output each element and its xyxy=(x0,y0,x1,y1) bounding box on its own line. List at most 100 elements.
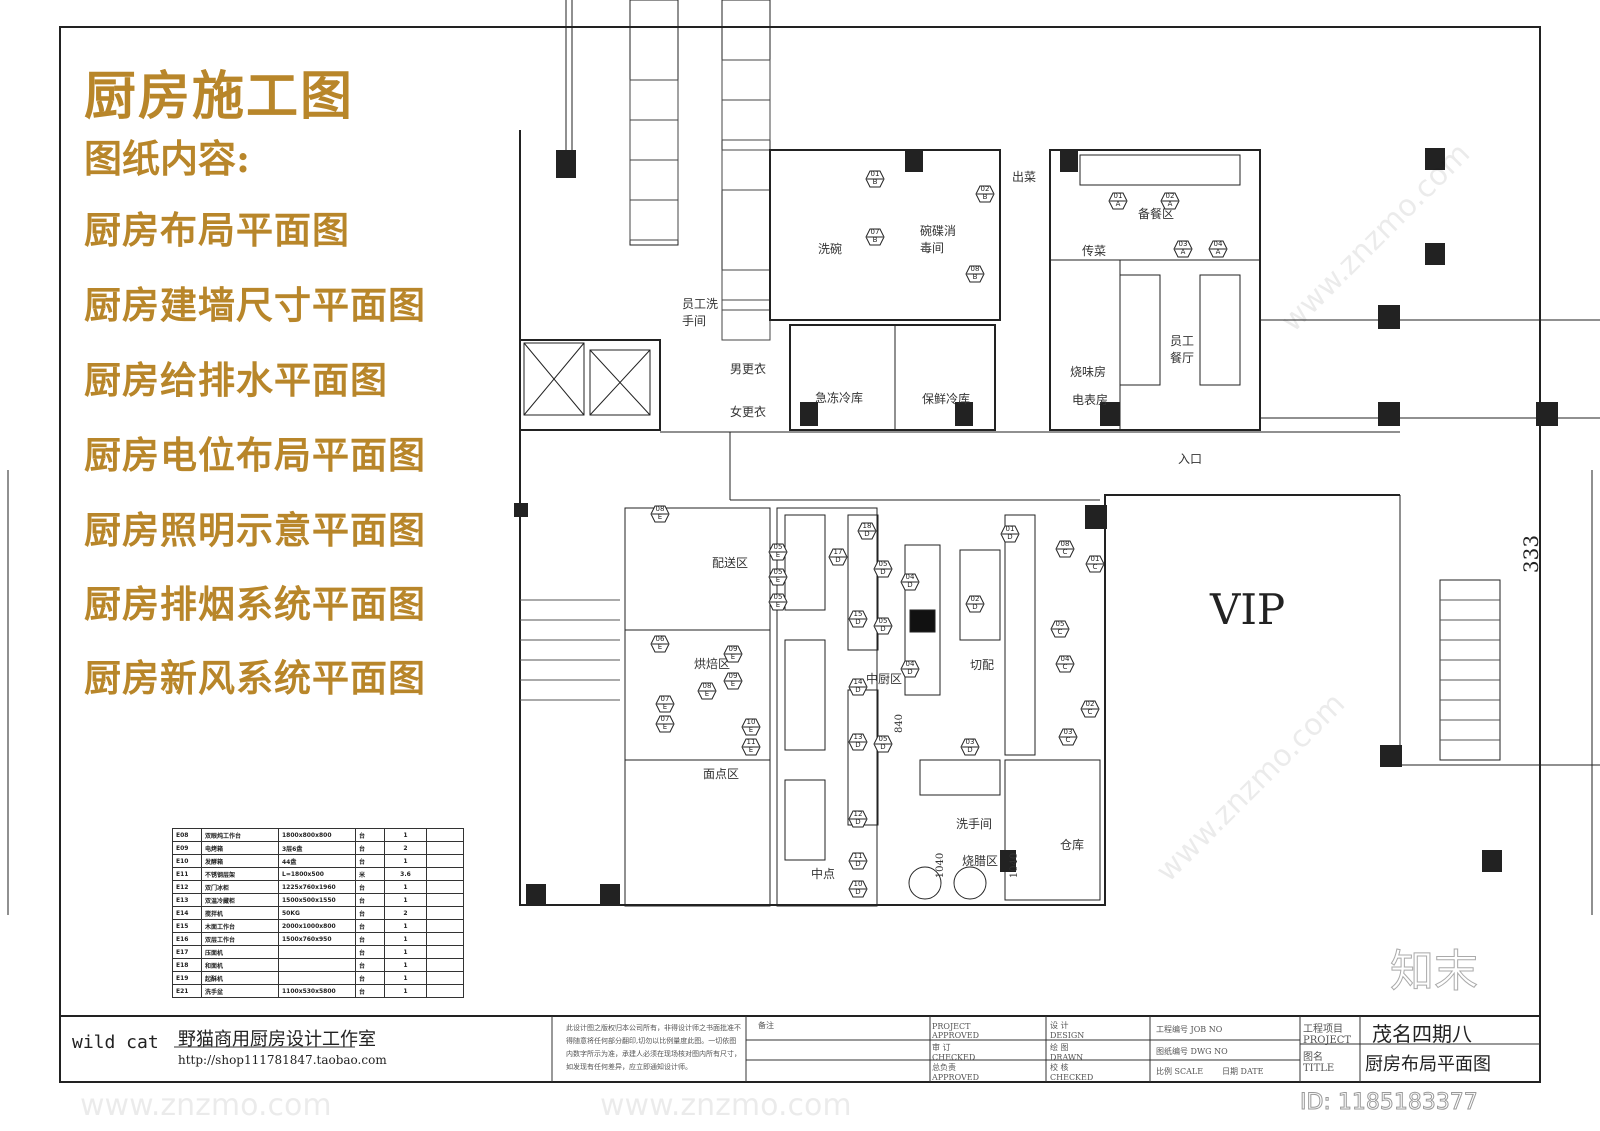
tag-letter: D xyxy=(967,746,973,754)
hexagon-icon xyxy=(1050,620,1070,638)
equipment-unit-cell: 台 xyxy=(355,854,385,868)
equipment-code-cell: E08 xyxy=(172,828,202,842)
equipment-note-cell xyxy=(426,984,464,998)
watermark-site: www.znzmo.com xyxy=(80,1088,332,1123)
equipment-unit-cell: 台 xyxy=(355,841,385,855)
scale-label: 比例 SCALE xyxy=(1156,1067,1204,1076)
equipment-name-cell: 电烤箱 xyxy=(201,841,279,855)
equipment-spec-cell: 50KG xyxy=(278,906,356,920)
hexagon-icon xyxy=(1055,655,1075,673)
equipment-code-cell: E12 xyxy=(172,880,202,894)
drawn-label: 绘 图 DRAWN xyxy=(1050,1043,1084,1062)
tag-number: 03 xyxy=(1063,728,1073,736)
room-label: 配送区 xyxy=(712,556,749,570)
equipment-qty-cell: 1 xyxy=(384,932,427,946)
tag-number: 03 xyxy=(1178,240,1188,248)
room-label-vip: VIP xyxy=(1210,585,1286,634)
equipment-unit-cell: 米 xyxy=(355,867,385,881)
equipment-code-cell: E15 xyxy=(172,919,202,933)
tag-letter: C xyxy=(1092,563,1098,571)
tag-number: 01 xyxy=(1113,192,1123,200)
equipment-note-cell xyxy=(426,893,464,907)
room-label: 切配 xyxy=(970,658,995,672)
checked2-label: 校 核 CHECKED xyxy=(1050,1063,1094,1082)
equipment-code-cell: E11 xyxy=(172,867,202,881)
tag-number: 14 xyxy=(853,678,863,686)
equipment-name-cell: 洗手盆 xyxy=(201,984,279,998)
sheet-heading: 厨房施工图 xyxy=(84,66,355,127)
tag-number: 05 xyxy=(878,560,888,568)
equipment-name-cell: 发酵箱 xyxy=(201,854,279,868)
equipment-code-cell: E17 xyxy=(172,945,202,959)
room-label: 传菜 xyxy=(1082,244,1107,258)
equipment-code-cell: E10 xyxy=(172,854,202,868)
equipment-qty-cell: 1 xyxy=(384,958,427,972)
equipment-spec-cell: L=1800x500 xyxy=(278,867,356,881)
equipment-unit-cell: 台 xyxy=(355,932,385,946)
title-label: 图名 TITLE xyxy=(1303,1052,1335,1074)
equipment-code-cell: E19 xyxy=(172,971,202,985)
dimension-label: 840 xyxy=(894,713,906,734)
equipment-note-cell xyxy=(426,828,464,842)
room-label: 女更衣 xyxy=(730,405,767,419)
room-label: 面点区 xyxy=(703,767,740,781)
hexagon-icon xyxy=(848,810,868,828)
hexagon-icon xyxy=(848,733,868,751)
equipment-note-cell xyxy=(426,958,464,972)
dimension-label: 1040 xyxy=(935,852,947,879)
hexagon-icon xyxy=(1000,525,1020,543)
studio-url[interactable]: http://shop111781847.taobao.com xyxy=(178,1053,387,1067)
equipment-unit-cell: 台 xyxy=(355,893,385,907)
tag-number: 02 xyxy=(980,185,990,193)
equipment-qty-cell: 1 xyxy=(384,945,427,959)
tag-number: 08 xyxy=(970,265,980,273)
tag-letter: E xyxy=(748,726,754,734)
equipment-qty-cell: 1 xyxy=(384,984,427,998)
tag-letter: B xyxy=(982,193,988,201)
equipment-qty-cell: 3.6 xyxy=(384,867,427,881)
contents-item: 厨房照明示意平面图 xyxy=(84,508,426,552)
tag-letter: D xyxy=(855,888,861,896)
room-label: 急冻冷库 xyxy=(815,391,864,405)
contents-item: 厨房布局平面图 xyxy=(84,208,350,252)
equipment-qty-cell: 2 xyxy=(384,841,427,855)
tag-number: 01 xyxy=(870,170,880,178)
equipment-spec-cell: 1100x530x5800 xyxy=(278,984,356,998)
equipment-name-cell: 起酥机 xyxy=(201,971,279,985)
room-label: 备餐区 xyxy=(1138,207,1175,221)
tag-letter: D xyxy=(972,603,978,611)
equipment-note-cell xyxy=(426,945,464,959)
brand-name: wild cat xyxy=(72,1032,159,1053)
equipment-unit-cell: 台 xyxy=(355,984,385,998)
tag-letter: D xyxy=(855,686,861,694)
room-label: 烧腊区 xyxy=(962,854,999,868)
equipment-note-cell xyxy=(426,867,464,881)
contents-label: 图纸内容: xyxy=(84,136,251,181)
tag-letter: D xyxy=(855,741,861,749)
remarks-label: 备注 xyxy=(758,1021,774,1030)
hexagon-icon xyxy=(1108,192,1128,210)
tag-letter: D xyxy=(907,581,913,589)
hexagon-icon xyxy=(857,522,877,540)
tag-letter: E xyxy=(748,746,754,754)
room-label: 员工洗手间 xyxy=(682,297,719,328)
